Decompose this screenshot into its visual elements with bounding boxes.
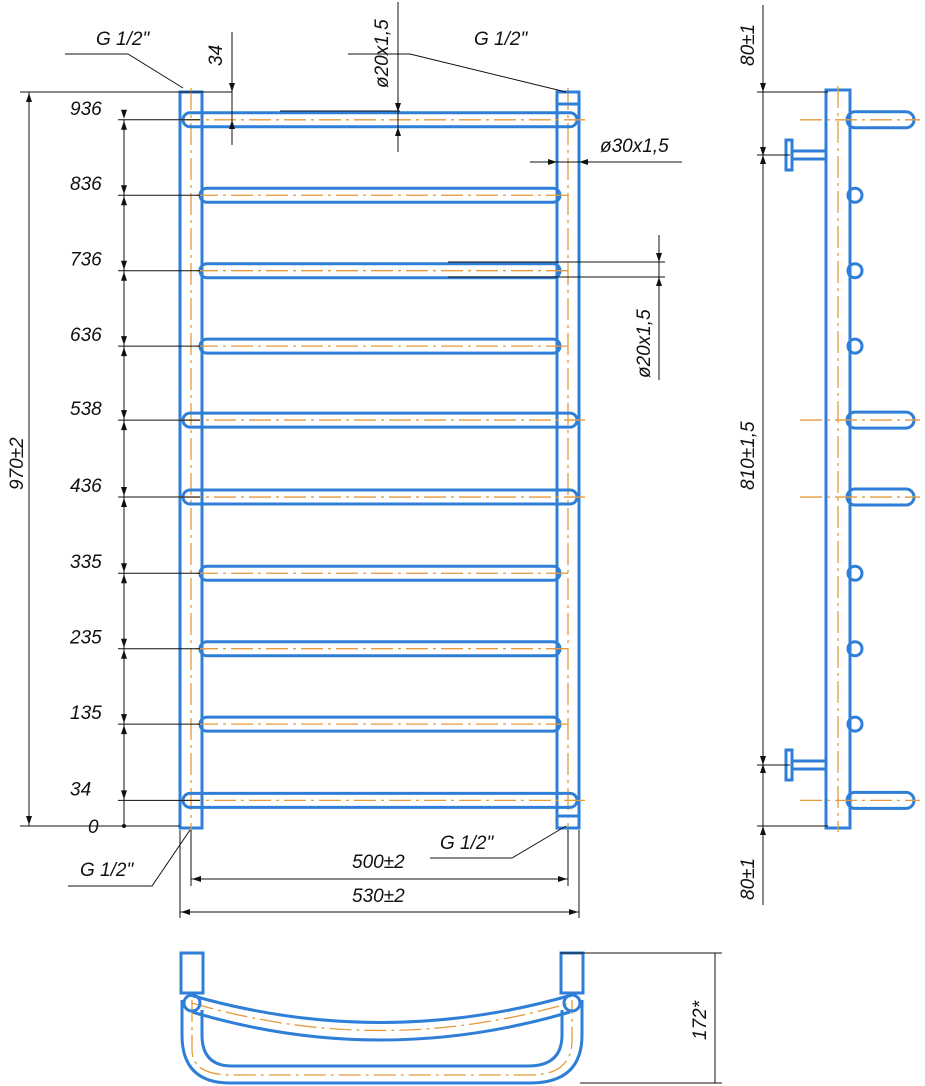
dimension-arrow [656,253,662,262]
dimension-arrow [121,714,127,724]
left-fitting [182,993,202,1013]
dimension-arrow [121,120,127,130]
dimension-arrow [121,638,127,648]
dimension-arrow [569,909,578,915]
thread-bottom-left-leader [68,829,191,887]
bottom-rail-curve-bottom [191,1010,571,1042]
rail-pipe-top-dim: ø20x1,5 [372,19,393,88]
side-rail-end-636 [846,337,864,355]
rail-level-label-836: 836 [70,174,102,195]
zero-point [122,824,126,828]
dimension-arrow [395,127,401,136]
thread-bottom-left: G 1/2" [80,860,134,881]
side-rail-end-135 [846,715,864,733]
dimension-arrow [121,196,127,206]
dimension-arrow [192,876,201,882]
side-view: 80±1 810±1,5 80±1 [738,5,920,905]
dimension-arrow [395,103,401,112]
dimension-arrow [26,816,32,825]
dimension-arrow [121,336,127,346]
post-pipe-dim: ø30x1,5 [600,136,669,157]
dimension-arrow [121,790,127,800]
rail-level-label-538: 538 [70,399,102,420]
right-fitting [562,993,582,1013]
rail-level-label-736: 736 [70,250,102,271]
wall-bracket-arm-1 [790,759,828,771]
thread-top-right: G 1/2" [474,29,528,50]
dimension-arrow [121,109,127,119]
dimension-arrow [760,764,766,773]
wall-bracket-arm-0 [790,149,828,161]
dimension-arrow [121,347,127,357]
side-rail-end-836 [846,186,864,204]
offset-top-dim: 34 [206,45,227,66]
dimension-arrow [121,421,127,431]
bottom-centerline [191,1000,573,1076]
dimension-arrow [121,498,127,508]
left-connector [179,951,205,995]
total-width-dim: 530±2 [352,886,405,907]
zero-label: 0 [88,817,99,838]
side-rail-end-235 [846,640,864,658]
side-top-dim: 80±1 [738,24,759,66]
rail-level-label-335: 335 [70,552,102,573]
right-connector [559,951,585,995]
rail-level-label-636: 636 [70,325,102,346]
dimension-arrow [760,155,766,164]
dimension-arrow [760,147,766,156]
dimension-arrow [121,725,127,735]
depth-dim: 172* [690,1000,711,1040]
center-distance-dim: 500±2 [352,852,405,873]
dimension-arrow [579,159,588,165]
dimension-arrow [121,260,127,270]
rail-level-label-436: 436 [70,476,102,497]
bottom-rail-curve-top [189,993,573,1024]
thread-bottom-right-leader [430,825,567,859]
dimension-arrow [760,83,766,92]
dimension-arrow [558,876,567,882]
thread-bottom-right: G 1/2" [440,833,494,854]
dimension-arrow [229,83,235,92]
dimension-arrow [760,826,766,835]
dimension-arrow [760,756,766,765]
bottom-loop-inner [200,1010,564,1068]
rail-level-label-235: 235 [69,628,102,649]
dimension-arrow [121,185,127,195]
side-middle-dim: 810±1,5 [738,421,759,490]
dimension-arrow [121,574,127,584]
total-height-dim: 970±2 [7,437,28,490]
dimension-arrow [26,93,32,102]
dimension-arrow [181,909,190,915]
side-rail-end-335 [846,564,864,582]
top-right-fitting [555,90,581,106]
dimension-arrow [121,487,127,497]
rail-level-label-135: 135 [70,703,102,724]
dimension-arrow [121,563,127,573]
side-bottom-dim: 80±1 [738,858,759,900]
thread-top-left-leader [65,53,184,89]
dimension-arrow [548,159,557,165]
dimension-arrow [121,271,127,281]
thread-top-left: G 1/2" [96,29,150,50]
dimension-arrow [121,410,127,420]
rail-pipe-right-dim: ø20x1,5 [634,309,655,378]
front-view: 936 836 736 636 538 436 335 235 135 34 0 970±2 34 ø20… [7,2,682,918]
rail-level-label-34: 34 [70,779,91,800]
dimension-arrow [121,649,127,659]
rail-level-label-936: 936 [70,99,102,120]
dimension-arrow [656,277,662,286]
side-rail-end-736 [846,262,864,280]
dimension-arrow [229,120,235,129]
bottom-loop-outer [180,1000,584,1085]
bottom-view: 172* [179,951,722,1085]
bottom-right-fitting [555,814,581,830]
thread-top-right-leader [348,53,567,93]
